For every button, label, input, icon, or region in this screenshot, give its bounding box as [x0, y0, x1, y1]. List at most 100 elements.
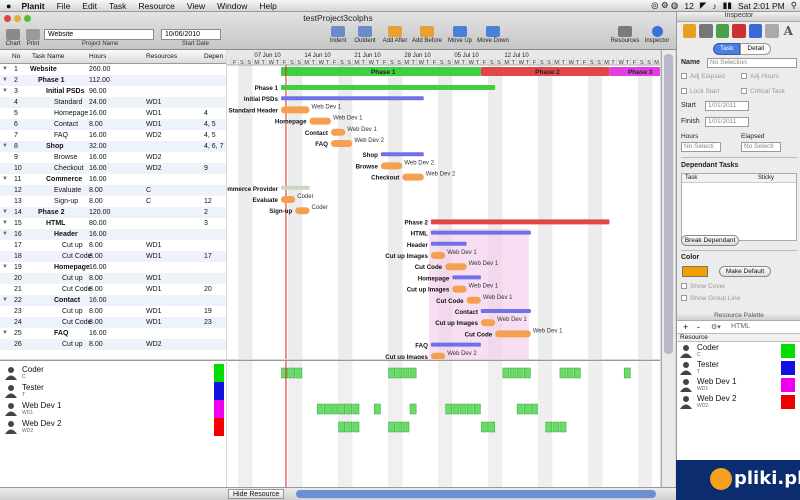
resource-color-swatch[interactable]	[214, 364, 224, 382]
volume-icon[interactable]: ♪	[712, 0, 717, 11]
task-name[interactable]: FAQ	[54, 132, 69, 139]
task-name[interactable]: Header	[54, 231, 78, 238]
task-bar[interactable]	[330, 140, 353, 147]
task-hours[interactable]: 8.00	[89, 319, 103, 326]
task-hours[interactable]: 8.00	[89, 121, 103, 128]
resource-load-block[interactable]	[545, 421, 553, 433]
show-group-line-checkbox[interactable]: Show Group Line	[681, 295, 740, 302]
resource-load-block[interactable]	[516, 403, 524, 415]
dep-col-sticky[interactable]: Sticky	[758, 175, 775, 181]
task-bar[interactable]	[295, 207, 310, 215]
grid-tab-icon[interactable]	[765, 24, 779, 38]
task-resources[interactable]: WD1	[146, 319, 162, 326]
task-depends[interactable]: 23	[204, 319, 212, 326]
task-name[interactable]: Cut up	[62, 275, 83, 282]
resource-load-block[interactable]	[559, 421, 567, 433]
spotlight-search-icon[interactable]: ⚲	[790, 0, 797, 10]
horizontal-scrollbar[interactable]	[296, 490, 656, 498]
resource-load-block[interactable]	[523, 367, 531, 379]
column-header-task-name[interactable]: Task Name	[32, 53, 65, 60]
menu-file[interactable]: File	[56, 0, 71, 11]
task-bar[interactable]	[452, 285, 467, 293]
status-icons[interactable]: ◎ ⚙ ◍	[651, 0, 679, 10]
group-bar[interactable]	[480, 309, 531, 313]
task-name[interactable]: Commerce	[46, 176, 83, 183]
apple-menu-icon[interactable]: ●	[6, 0, 12, 11]
task-bar[interactable]	[495, 330, 531, 338]
task-hours[interactable]: 8.00	[89, 286, 103, 293]
group-bar[interactable]	[380, 152, 424, 157]
finish-date-field[interactable]: 1/01/2011	[705, 117, 749, 127]
break-dependant-button[interactable]: Break Dependant	[681, 235, 739, 246]
task-name[interactable]: Sign-up	[54, 198, 79, 205]
task-depends[interactable]: 4	[204, 110, 208, 117]
task-resources[interactable]: WD1	[146, 275, 162, 282]
task-hours[interactable]: 16.00	[89, 264, 107, 271]
menu-app-name[interactable]: Planit	[21, 0, 45, 11]
task-name[interactable]: Homepage	[54, 264, 90, 271]
inspector-button[interactable]: Inspector	[642, 26, 672, 44]
resource-load-block[interactable]	[502, 367, 510, 379]
resource-load-block[interactable]	[388, 367, 395, 379]
font-tab-icon[interactable]: A	[783, 24, 793, 38]
resource-load-chart[interactable]	[227, 360, 660, 487]
task-depends[interactable]: 2	[204, 209, 208, 216]
resource-color-swatch[interactable]	[214, 418, 224, 436]
group-bar[interactable]	[280, 96, 424, 101]
vertical-scrollbar[interactable]	[661, 50, 675, 487]
phase-band[interactable]	[280, 67, 481, 76]
chart-button[interactable]: Chart	[4, 29, 22, 47]
task-resources[interactable]: WD2	[146, 154, 162, 161]
column-header-no[interactable]: No	[12, 53, 21, 60]
task-hours[interactable]: 8.00	[89, 187, 103, 194]
task-name[interactable]: Contact	[54, 297, 81, 304]
menu-help[interactable]: Help	[259, 0, 277, 11]
resource-load-block[interactable]	[531, 403, 538, 415]
print-button[interactable]: Print	[24, 29, 42, 47]
task-resources[interactable]: WD2	[146, 132, 162, 139]
menu-task[interactable]: Task	[108, 0, 127, 11]
task-bar[interactable]	[280, 106, 310, 114]
resource-load-block[interactable]	[516, 367, 524, 379]
task-bar[interactable]	[480, 319, 496, 327]
task-hours[interactable]: 8.00	[89, 308, 103, 315]
task-hours[interactable]: 80.00	[89, 220, 107, 227]
task-bar[interactable]	[445, 263, 467, 271]
menu-view[interactable]: View	[186, 0, 206, 11]
resource-load-block[interactable]	[623, 367, 631, 379]
disclosure-triangle-icon[interactable]: ▼	[2, 143, 8, 149]
indent-button[interactable]: Indent	[326, 26, 350, 44]
elapsed-field[interactable]: No Selecti	[741, 142, 781, 152]
disclosure-triangle-icon[interactable]: ▼	[2, 176, 8, 182]
name-field[interactable]: No Selection	[707, 58, 797, 68]
task-depends[interactable]: 3	[204, 220, 208, 227]
task-name[interactable]: Website	[30, 66, 57, 73]
move-down-button[interactable]: Move Down	[476, 26, 510, 44]
task-name[interactable]: Standard	[54, 99, 83, 106]
disclosure-triangle-icon[interactable]: ▼	[2, 209, 8, 215]
task-depends[interactable]: 9	[204, 165, 208, 172]
disclosure-triangle-icon[interactable]: ▼	[2, 77, 8, 83]
resource-load-block[interactable]	[395, 367, 403, 379]
task-hours[interactable]: 16.00	[89, 110, 107, 117]
disclosure-triangle-icon[interactable]: ▼	[2, 66, 8, 72]
resource-color-swatch[interactable]	[214, 400, 224, 418]
task-name[interactable]: Initial PSDs	[46, 88, 85, 95]
disclosure-triangle-icon[interactable]: ▼	[2, 220, 8, 226]
task-resources[interactable]: WD2	[146, 341, 162, 348]
